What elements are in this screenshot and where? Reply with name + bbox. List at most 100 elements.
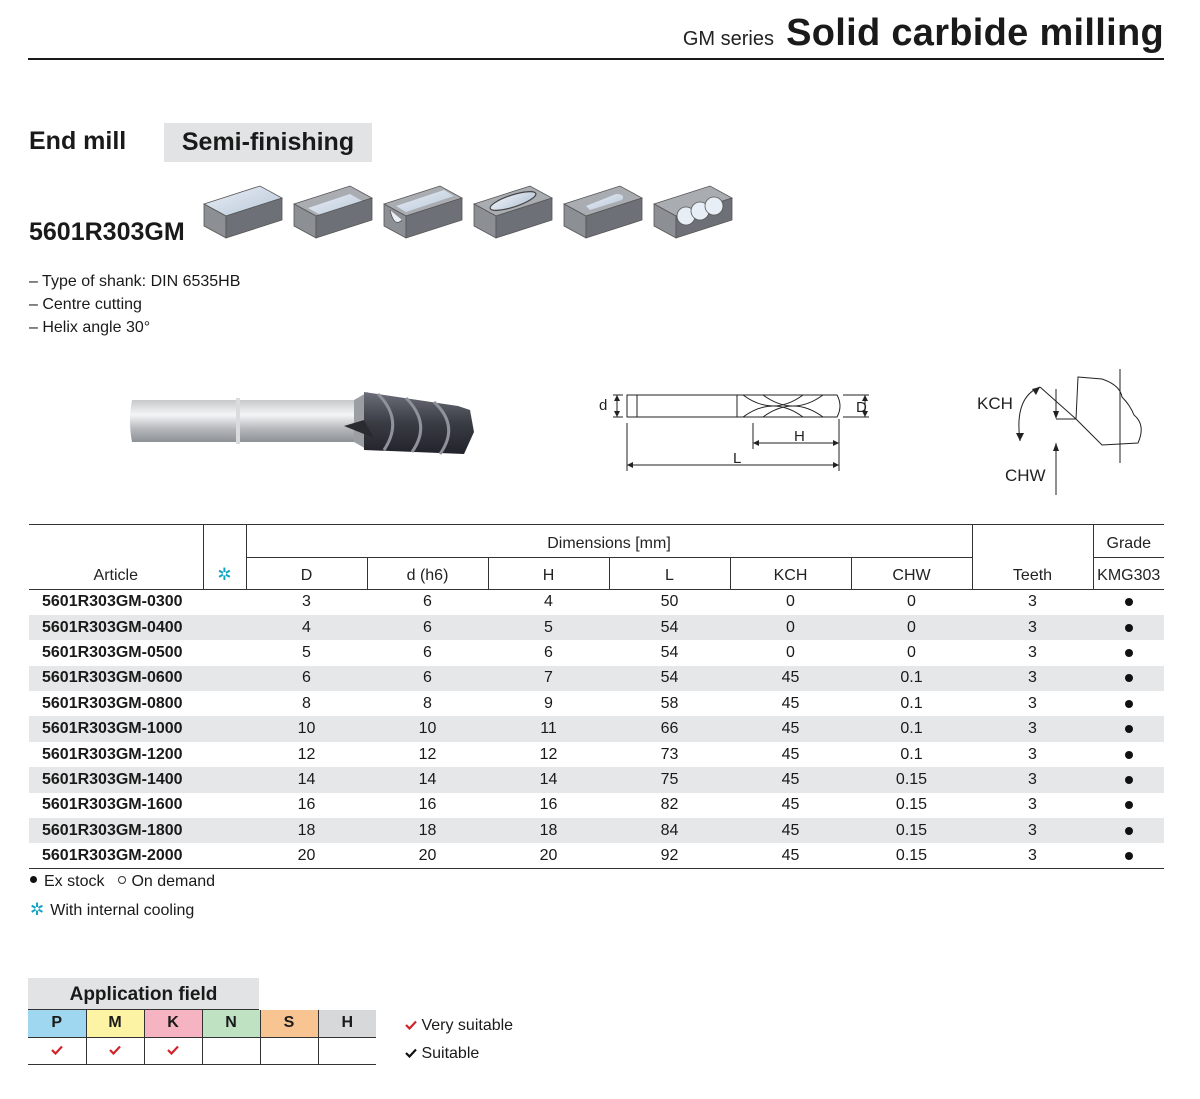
cooling-cell <box>203 818 246 843</box>
grade-cell <box>1093 818 1164 843</box>
CHW-cell: 0.15 <box>895 796 928 814</box>
cooling-cell <box>203 716 246 741</box>
L-cell: 66 <box>660 720 679 738</box>
L-cell: 54 <box>660 643 679 661</box>
CHW-cell: 0.15 <box>895 770 928 788</box>
cooling-cell <box>203 615 246 640</box>
chw-label: CHW <box>1005 466 1046 485</box>
col-D: D <box>245 557 367 590</box>
ex-stock-dot-icon <box>1124 775 1133 784</box>
H-cell: 20 <box>539 846 558 864</box>
KCH-cell: 0 <box>786 593 795 611</box>
d-cell: 12 <box>418 745 437 763</box>
H-cell: 16 <box>539 796 558 814</box>
D-cell: 4 <box>302 618 311 636</box>
grade-cell <box>1093 666 1164 691</box>
plunge-milling-icon <box>652 185 734 239</box>
feature-list: – Type of shank: DIN 6535HB – Centre cut… <box>29 270 240 339</box>
material-k: K <box>143 1010 203 1038</box>
KCH-cell: 45 <box>781 770 800 788</box>
KCH-cell: 45 <box>781 745 800 763</box>
article-cell: 5601R303GM-0400 <box>42 618 183 636</box>
cooling-legend: ✲With internal cooling <box>30 900 194 920</box>
D-cell: 18 <box>297 821 316 839</box>
article-cell: 5601R303GM-1600 <box>42 796 183 814</box>
H-cell: 5 <box>544 618 553 636</box>
H-cell: 11 <box>540 720 557 738</box>
cooling-cell <box>203 590 246 615</box>
ex-stock-dot-icon <box>30 876 37 884</box>
grade-cell <box>1093 590 1164 615</box>
shoulder-milling-icon <box>292 185 374 239</box>
ex-stock-dot-icon <box>1124 851 1133 860</box>
d-cell: 6 <box>423 643 432 661</box>
kch-label: KCH <box>977 394 1013 413</box>
grade-cell <box>1093 615 1164 640</box>
D-cell: 16 <box>297 796 316 814</box>
dim-label-D: D <box>856 399 867 416</box>
cooling-cell <box>203 691 246 716</box>
d-cell: 10 <box>418 720 437 738</box>
chamfer-drawing <box>1016 369 1142 495</box>
KCH-cell: 45 <box>781 720 800 738</box>
feature-shank: – Type of shank: DIN 6535HB <box>29 273 241 290</box>
D-cell: 10 <box>297 720 316 738</box>
CHW-cell: 0.15 <box>895 846 928 864</box>
H-cell: 7 <box>544 669 553 687</box>
ex-stock-dot-icon <box>1124 674 1133 683</box>
material-m: M <box>85 1010 145 1038</box>
ex-stock-dot-icon <box>1124 750 1133 759</box>
ex-stock-dot-icon <box>1124 801 1133 810</box>
CHW-cell: 0.1 <box>900 694 923 712</box>
article-cell: 5601R303GM-1800 <box>42 821 183 839</box>
teeth-cell: 3 <box>1028 618 1037 636</box>
suitability-s <box>259 1037 319 1065</box>
feature-helix-angle: – Helix angle 30° <box>29 319 151 336</box>
CHW-cell: 0.1 <box>900 720 923 738</box>
dim-label-L: L <box>733 450 742 467</box>
col-article: Article <box>93 567 138 584</box>
CHW-cell: 0 <box>907 618 916 636</box>
H-cell: 6 <box>544 643 553 661</box>
KCH-cell: 0 <box>786 643 795 661</box>
col-d: d (h6) <box>366 557 488 590</box>
dimension-drawing <box>613 394 869 471</box>
grade-cell <box>1093 843 1164 868</box>
H-cell: 14 <box>539 770 558 788</box>
ex-stock-dot-icon <box>1124 648 1133 657</box>
teeth-cell: 3 <box>1028 821 1037 839</box>
series-label: GM series <box>682 28 774 50</box>
on-demand-circle-icon <box>118 875 127 884</box>
CHW-cell: 0 <box>907 643 916 661</box>
col-L: L <box>608 557 730 590</box>
KCH-cell: 45 <box>781 694 800 712</box>
ex-stock-dot-icon <box>1124 623 1133 632</box>
col-cooling: ✲ <box>202 524 246 590</box>
H-cell: 18 <box>539 821 558 839</box>
specification-table: Article ✲ Dimensions [mm] Teeth Grade D … <box>29 524 1164 869</box>
KCH-cell: 0 <box>786 618 795 636</box>
cooling-cell <box>203 843 246 868</box>
d-cell: 8 <box>423 694 432 712</box>
H-cell: 12 <box>539 745 558 763</box>
cooling-cell <box>203 767 246 792</box>
teeth-cell: 3 <box>1028 694 1037 712</box>
teeth-cell: 3 <box>1028 593 1037 611</box>
d-cell: 16 <box>418 796 437 814</box>
D-cell: 12 <box>297 745 316 763</box>
operation-icons <box>202 185 734 239</box>
D-cell: 20 <box>297 846 316 864</box>
L-cell: 73 <box>660 745 679 763</box>
very-suitable-label: Very suitable <box>421 1017 514 1034</box>
material-h: H <box>317 1010 376 1038</box>
L-cell: 50 <box>660 593 679 611</box>
teeth-cell: 3 <box>1028 669 1037 687</box>
D-cell: 14 <box>297 770 316 788</box>
col-KCH: KCH <box>729 557 851 590</box>
slot-milling-icon <box>382 185 464 239</box>
